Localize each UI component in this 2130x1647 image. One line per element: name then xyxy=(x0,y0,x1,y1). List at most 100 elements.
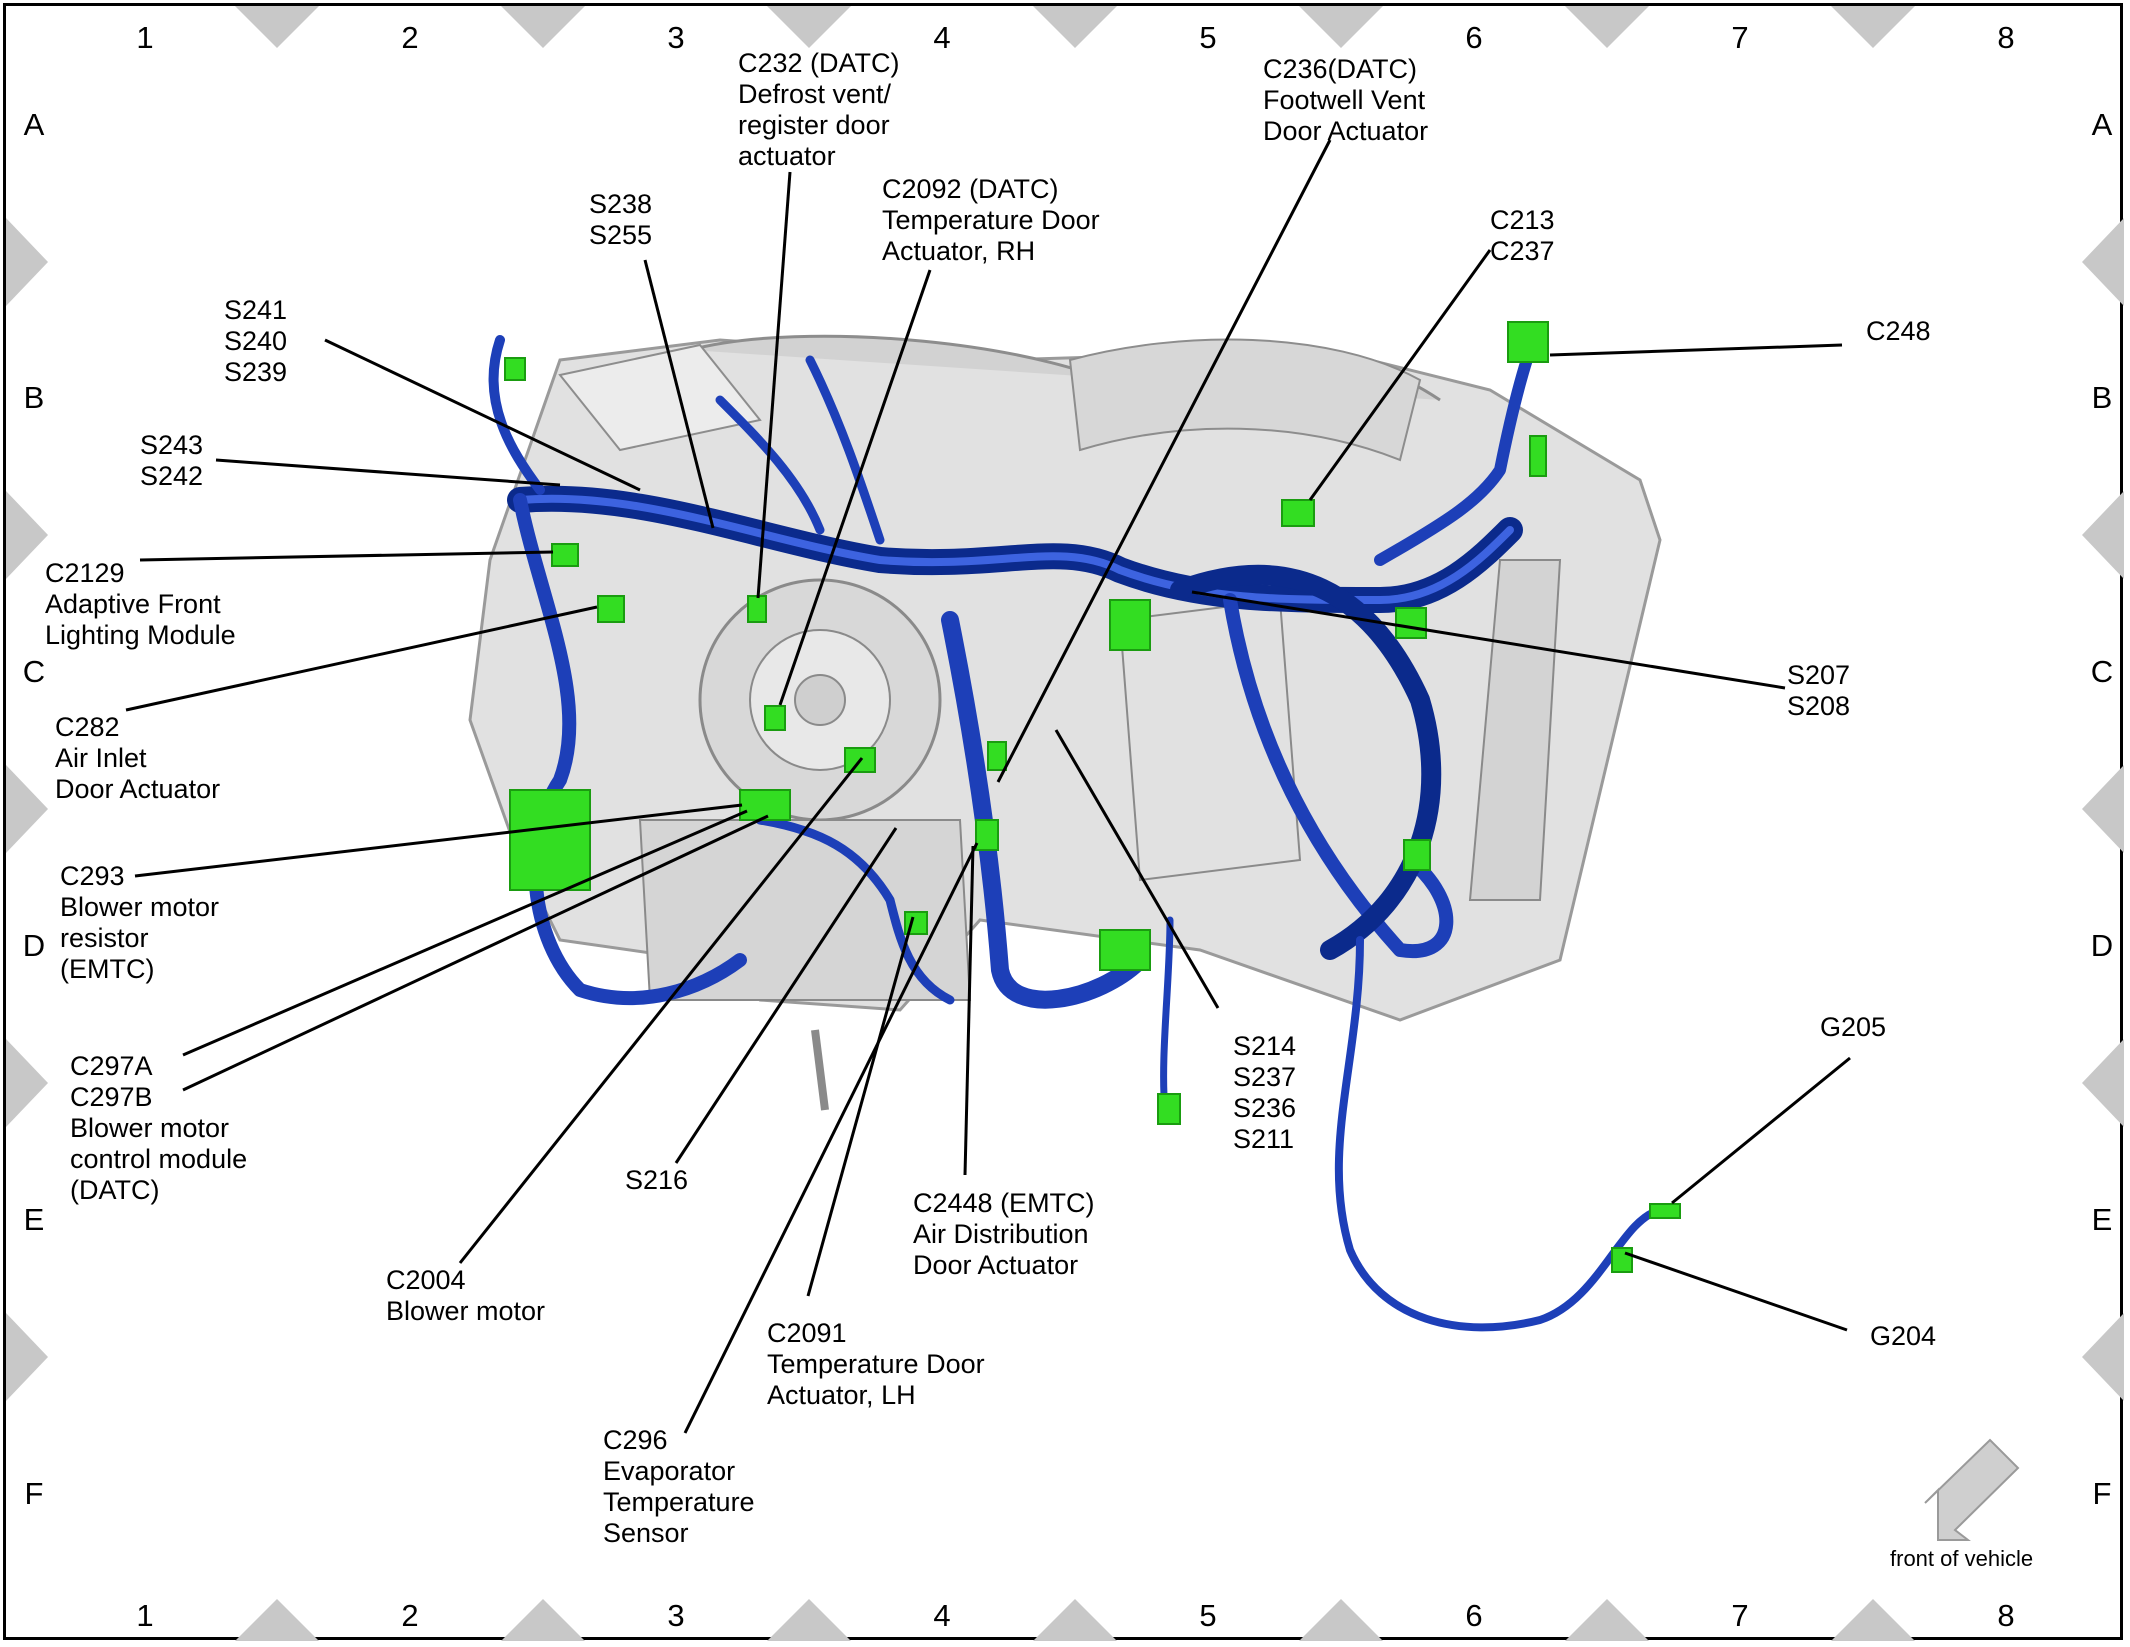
leader-s214 xyxy=(1054,729,1220,1009)
leader-s216 xyxy=(674,827,898,1164)
frame-marker-top-6 xyxy=(1565,6,1649,48)
frame-marker-right-2 xyxy=(2082,491,2124,579)
top-vent-shroud xyxy=(1068,338,1422,462)
grid-row-label-A-left: A xyxy=(23,107,45,142)
grid-row-label-C-left: C xyxy=(22,654,46,689)
grid-column-label-1-top: 1 xyxy=(136,20,154,55)
leader-lines xyxy=(125,139,1851,1434)
leader-s243 xyxy=(215,458,561,487)
frame-marker-right-5 xyxy=(2082,1313,2124,1401)
frame-marker-top-7 xyxy=(1831,6,1915,48)
grid-column-label-6-top: 6 xyxy=(1465,20,1483,55)
grid-row-label-B-right: B xyxy=(2091,380,2113,415)
frame-marker-top-4 xyxy=(1033,6,1117,48)
connector-c213 xyxy=(1281,499,1315,527)
grid-column-label-4-bottom: 4 xyxy=(933,1598,951,1633)
leader-c2448 xyxy=(963,845,975,1176)
grid-column-label-4-top: 4 xyxy=(933,20,951,55)
frame-marker-bottom-3 xyxy=(767,1599,851,1641)
lower-left-branch xyxy=(755,815,955,1005)
lower-middle-drop xyxy=(1160,916,1174,1114)
frame-marker-left-4 xyxy=(6,1039,48,1127)
leader-c282 xyxy=(125,605,598,712)
leader-s207 xyxy=(1191,590,1786,690)
frame-marker-top-2 xyxy=(501,6,585,48)
grid-column-label-7-top: 7 xyxy=(1731,20,1749,55)
leader-c236 xyxy=(996,139,1332,783)
grid-row-label-E-left: E xyxy=(23,1202,45,1237)
connector-center-cluster xyxy=(1109,599,1151,651)
connector-g204 xyxy=(1611,1247,1633,1273)
leader-c293 xyxy=(134,803,743,878)
leader-c2092 xyxy=(778,269,932,706)
connector-c293 xyxy=(739,789,791,821)
grid-row-label-F-left: F xyxy=(24,1476,44,1511)
grid-row-label-B-left: B xyxy=(23,380,45,415)
grid-column-label-3-top: 3 xyxy=(667,20,685,55)
leader-c297a xyxy=(182,809,748,1057)
top-center-branch xyxy=(715,355,885,545)
connector-right-side xyxy=(1395,607,1427,639)
leader-c248 xyxy=(1549,343,1843,357)
frame-marker-bottom-6 xyxy=(1565,1599,1649,1641)
connector-right-upper xyxy=(1529,435,1547,477)
main-harness-trunk-highlight xyxy=(516,494,1514,604)
hvac-housing xyxy=(468,334,1662,1111)
connector-g205 xyxy=(1649,1203,1681,1219)
frame-marker-right-3 xyxy=(2082,765,2124,853)
leader-s241 xyxy=(324,338,641,492)
grid-column-label-8-bottom: 8 xyxy=(1997,1598,2015,1633)
grid-column-label-1-bottom: 1 xyxy=(136,1598,154,1633)
grid-row-label-E-right: E xyxy=(2091,1202,2113,1237)
callout-g205: G205 xyxy=(1820,1012,1887,1042)
leader-g205 xyxy=(1671,1056,1851,1205)
connector-c2129 xyxy=(551,543,579,567)
grid-column-label-7-bottom: 7 xyxy=(1731,1598,1749,1633)
connector-top-left xyxy=(504,357,526,381)
frame-edge-markers xyxy=(6,6,2124,1641)
grid-column-label-5-top: 5 xyxy=(1199,20,1217,55)
frame-marker-top-3 xyxy=(767,6,851,48)
frame-marker-bottom-5 xyxy=(1299,1599,1383,1641)
front-of-vehicle-label: front of vehicle xyxy=(1890,1546,2034,1571)
grid-column-label-2-top: 2 xyxy=(401,20,419,55)
leader-c213 xyxy=(1308,249,1492,501)
grid-row-label-A-right: A xyxy=(2091,107,2113,142)
leader-s238 xyxy=(643,259,715,529)
grid-column-label-3-bottom: 3 xyxy=(667,1598,685,1633)
frame-marker-left-3 xyxy=(6,765,48,853)
grid-row-label-D-left: D xyxy=(22,928,46,963)
right-loop-branch xyxy=(1223,593,1454,959)
frame-marker-right-4 xyxy=(2082,1039,2124,1127)
connector-c2004 xyxy=(844,747,876,773)
leader-c296 xyxy=(683,842,979,1434)
blower-hub xyxy=(794,674,846,726)
leader-c297b xyxy=(182,814,769,1092)
connector-right-mid xyxy=(1403,839,1431,871)
connector-left-cluster xyxy=(509,789,591,891)
callout-c248: C248 xyxy=(1866,316,1931,346)
connector-c248 xyxy=(1507,321,1549,363)
connector-c236 xyxy=(987,741,1007,771)
frame-marker-top-5 xyxy=(1299,6,1383,48)
grid-row-label-C-right: C xyxy=(2090,654,2114,689)
grid-column-label-8-top: 8 xyxy=(1997,20,2015,55)
center-down-branch xyxy=(941,611,1149,1009)
frame-marker-bottom-7 xyxy=(1831,1599,1915,1641)
front-of-vehicle-arrow-icon xyxy=(1924,1438,2020,1541)
ground-leg xyxy=(1334,936,1664,1332)
frame-marker-left-1 xyxy=(6,218,48,306)
leader-c2129 xyxy=(139,550,554,562)
